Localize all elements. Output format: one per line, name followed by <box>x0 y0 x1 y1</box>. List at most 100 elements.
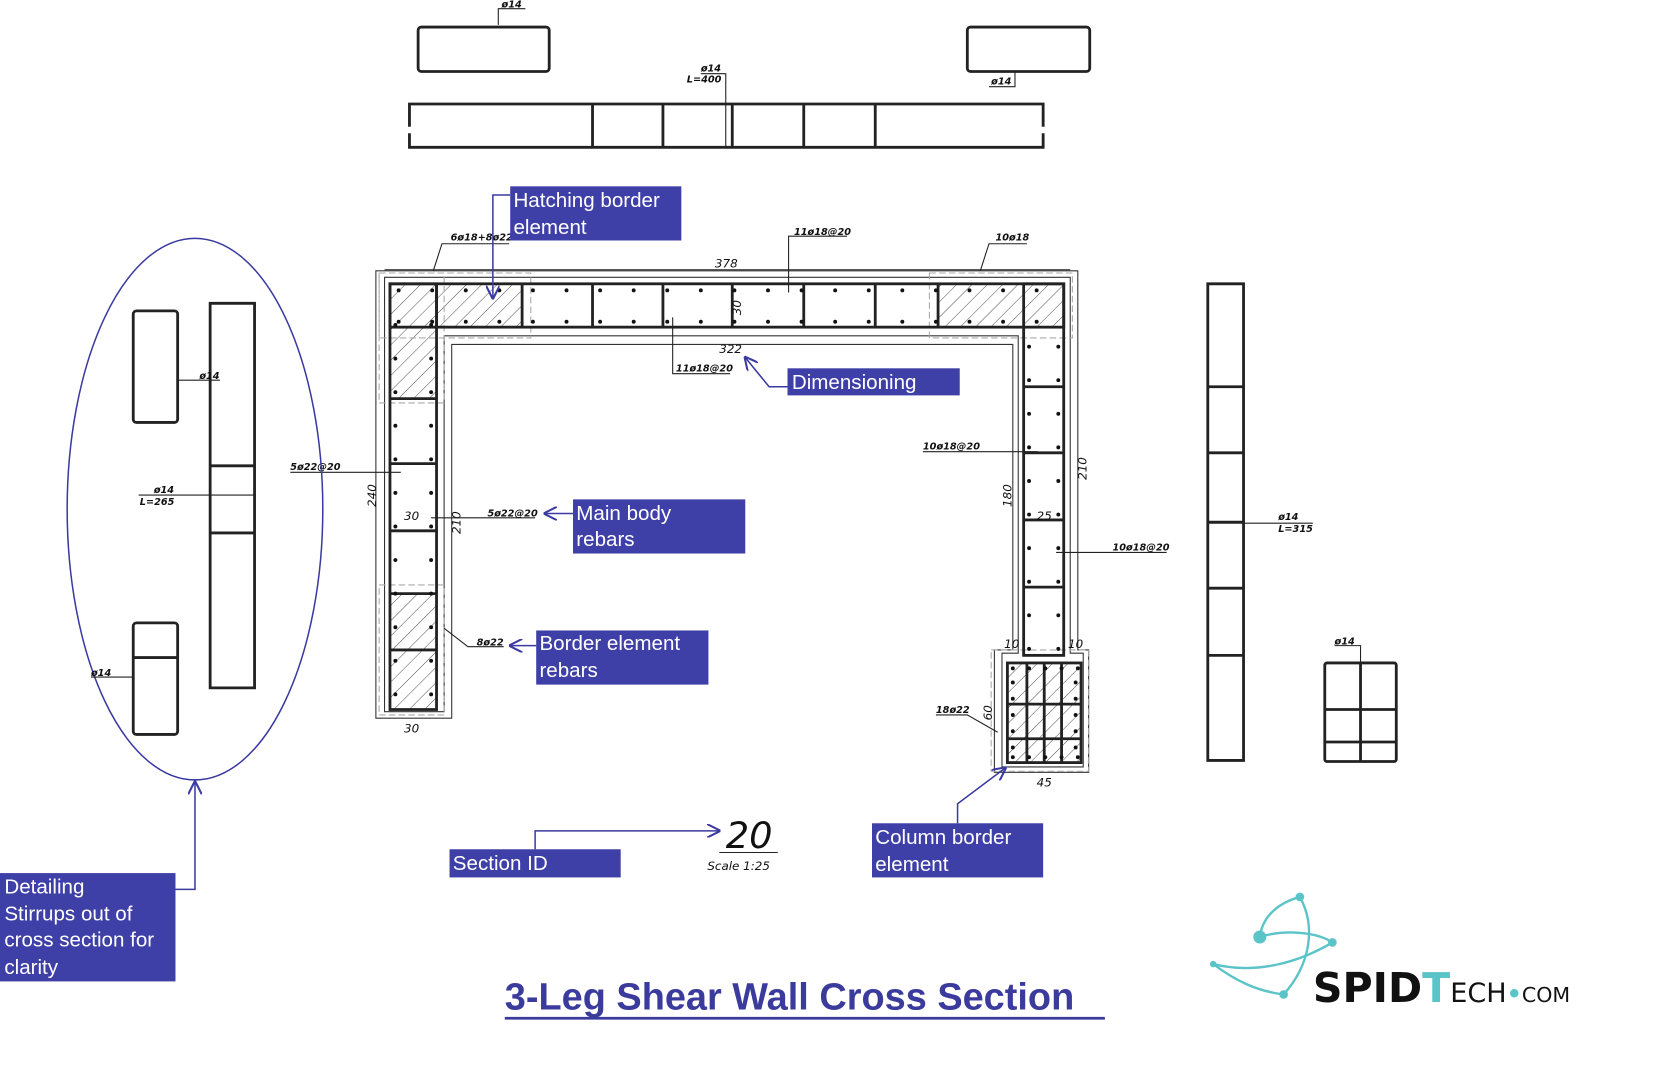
rebar-dot <box>1027 646 1032 651</box>
dim-col-depth: 60 <box>981 705 995 720</box>
shear-wall-section <box>375 270 1090 773</box>
rebar-dot <box>1010 696 1015 701</box>
rebar-dot <box>799 319 804 324</box>
dim-top-inner: 322 <box>719 342 742 356</box>
rebar-dot <box>766 288 770 293</box>
dim-col-offset-right: 10 <box>1068 637 1083 651</box>
label-top-web: 11ø18@20 <box>794 227 851 238</box>
rebar-dot <box>1056 546 1061 551</box>
label-left-web-outer: 5ø22@20 <box>290 462 341 473</box>
rebar-dot <box>1034 319 1039 324</box>
rebar-dot <box>497 319 502 324</box>
rebar-dot <box>430 319 435 324</box>
rebar-dot <box>429 591 434 596</box>
rebar-dot <box>1043 755 1048 760</box>
rebar-dot <box>1056 613 1061 618</box>
dim-right-thickness: 25 <box>1037 509 1052 523</box>
top-left-stirrup: ø14 <box>416 0 551 73</box>
callout-text: element <box>875 853 948 876</box>
rebar-dot <box>429 558 434 562</box>
rebar-label: ø14 <box>153 485 174 496</box>
callout-text: Section ID <box>453 852 548 875</box>
rebar-label: ø14 <box>1277 512 1298 523</box>
rebar-dot <box>429 390 434 395</box>
section-id-marker: 20 Scale 1:25 <box>707 814 778 873</box>
rebar-dot <box>1027 411 1032 416</box>
rebar-dot <box>732 288 737 293</box>
rebar-dots <box>393 288 1080 760</box>
rebar-dot <box>393 356 398 361</box>
rebar-label: ø14 <box>990 77 1011 88</box>
logo-text: T <box>1422 964 1450 1012</box>
rebar-dot <box>631 288 636 293</box>
rebar-dot <box>1059 666 1064 671</box>
label-column: 18ø22 <box>936 705 970 716</box>
rebar-dot <box>631 319 636 324</box>
rebar-dot <box>393 692 398 697</box>
rebar-dot <box>1034 288 1039 293</box>
rebar-dot <box>1027 579 1032 584</box>
right-long-stirrup: ø14 L=315 <box>1206 282 1313 762</box>
callout-border-element-rebars: Border element rebars <box>510 630 709 685</box>
rebar-dot <box>393 625 398 630</box>
callout-text: rebars <box>576 528 634 551</box>
rebar-dot <box>1043 666 1048 671</box>
logo-text: • <box>1507 980 1522 1008</box>
logo-text: COM <box>1522 983 1570 1007</box>
callout-text: clarity <box>4 956 58 979</box>
rebar-dot <box>1027 479 1032 483</box>
rebar-dot <box>598 319 603 324</box>
rebar-dot <box>967 319 972 324</box>
logo-text: ECH <box>1450 978 1506 1009</box>
rebar-dot <box>1073 712 1078 717</box>
callout-main-body-rebars: Main body rebars <box>545 499 746 554</box>
rebar-dot <box>429 323 434 327</box>
logo-text: SPID <box>1313 964 1422 1012</box>
rebar-length: L=400 <box>687 74 722 85</box>
rebar-label: ø14 <box>700 64 721 75</box>
rebar-dot <box>1027 613 1032 618</box>
rebar-dot <box>564 319 569 324</box>
label-left-border: 8ø22 <box>477 638 504 649</box>
rebar-dot <box>1073 745 1078 750</box>
rebar-dot <box>1056 646 1061 651</box>
rebar-dot <box>1056 479 1061 483</box>
rebar-dot <box>1010 755 1015 760</box>
rebar-dot <box>665 288 670 293</box>
rebar-length: L=315 <box>1278 524 1313 535</box>
callout-text: Stirrups out of <box>4 903 132 926</box>
rebar-dot <box>393 323 398 327</box>
rebar-dot <box>1027 512 1032 517</box>
callout-text: rebars <box>539 659 597 682</box>
rebar-dot <box>564 288 569 293</box>
rebar-dot <box>1073 680 1078 685</box>
rebar-dot <box>393 490 398 495</box>
callout-hatching: Hatching border element <box>493 186 682 298</box>
section-number: 20 <box>726 814 773 857</box>
label-right-web-inner: 10ø18@20 <box>1112 542 1169 553</box>
rebar-dot <box>429 692 434 697</box>
detailing-ellipse-group: ø14 ø14 L=265 ø14 <box>66 237 324 781</box>
rebar-dot <box>833 319 838 324</box>
callout-text: cross section for <box>4 929 154 952</box>
rebar-dot <box>1010 712 1015 717</box>
rebar-dot <box>900 288 905 293</box>
rebar-dot <box>866 319 871 324</box>
rebar-dot <box>1027 378 1032 383</box>
rebar-dot <box>429 490 434 495</box>
rebar-dot <box>396 288 401 293</box>
dim-col-offset-left: 10 <box>1004 637 1019 651</box>
callout-text: Dimensioning <box>792 371 917 394</box>
callout-text: Border element <box>539 632 680 655</box>
rebar-dot <box>1073 729 1078 734</box>
rebar-dot <box>1027 546 1032 551</box>
callout-section-id: Section ID <box>449 831 720 878</box>
rebar-dot <box>732 319 737 324</box>
rebar-dot <box>1027 755 1032 760</box>
rebar-dot <box>393 390 398 395</box>
callout-text: Main body <box>576 502 672 525</box>
dim-top-length: 378 <box>715 257 738 271</box>
rebar-dot <box>1073 696 1078 701</box>
rebar-dot <box>1010 745 1015 750</box>
